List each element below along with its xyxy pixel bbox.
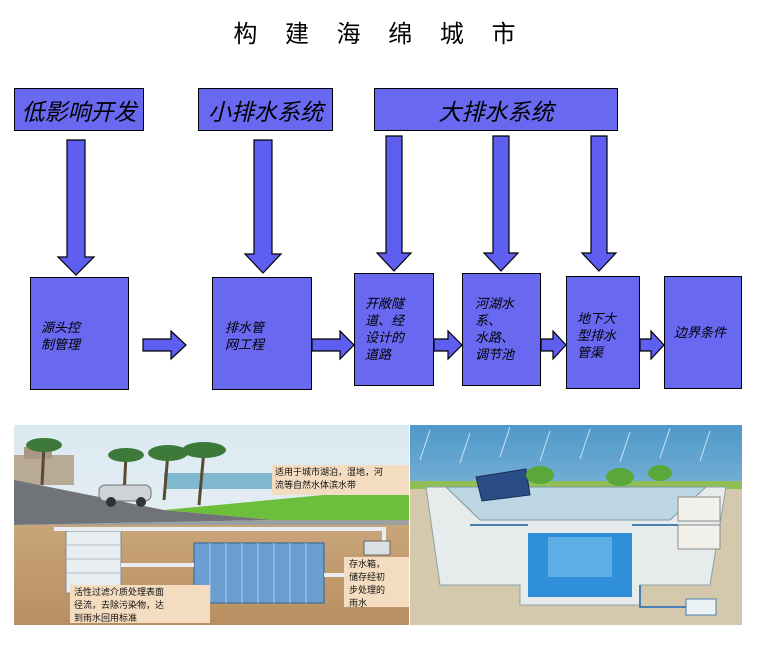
header-major-drainage-label: 大排水系统 — [438, 99, 554, 126]
box-pipe-network-label: 排水管 网工程 — [225, 321, 265, 353]
box-rivers-lakes-label: 河湖水 系、 水路、 调节池 — [475, 297, 515, 363]
note-filter-media: 活性过滤介质处理表面 径流，去除污染物，达 到雨水回用标准 — [74, 588, 165, 624]
box-boundary-conditions: 边界条件 — [664, 276, 742, 389]
right-arrow-3 — [433, 329, 463, 361]
header-low-impact-label: 低影响开发 — [21, 99, 137, 126]
box-source-control: 源头控 制管理 — [30, 277, 129, 390]
header-low-impact-development: 低影响开发 — [14, 88, 144, 131]
right-arrow-4 — [540, 329, 567, 361]
down-arrow-pipe-network — [243, 139, 283, 274]
box-pipe-network: 排水管 网工程 — [212, 277, 312, 390]
note-wetland: 适用于城市湖泊，湿地，河 流等自然水体滨水带 — [275, 468, 384, 491]
illustration-rain-drainage — [410, 425, 742, 625]
header-minor-drainage-label: 小排水系统 — [208, 99, 323, 126]
box-source-control-label: 源头控 制管理 — [41, 321, 81, 353]
header-major-drainage-system: 大排水系统 — [374, 88, 618, 131]
box-open-tunnel-roads: 开敞隧 道、经 设计的 道路 — [354, 273, 434, 386]
illustration-urban-filtration: 适用于城市湖泊，湿地，河 流等自然水体滨水带 存水箱， 储存经初 步处理的 雨水… — [14, 425, 409, 625]
box-underground-channels-label: 地下大 型排水 管渠 — [577, 312, 617, 361]
box-rivers-lakes: 河湖水 系、 水路、 调节池 — [462, 273, 541, 386]
right-arrow-5 — [639, 329, 665, 361]
illustration-urban-filtration-art — [14, 425, 409, 625]
down-arrow-underground — [580, 135, 618, 272]
down-arrow-rivers-lakes — [482, 135, 520, 272]
down-arrow-source-control — [56, 139, 96, 276]
header-minor-drainage-system: 小排水系统 — [198, 88, 333, 131]
note-storage-tank: 存水箱， 储存经初 步处理的 雨水 — [349, 560, 386, 609]
right-arrow-1 — [142, 329, 187, 361]
box-underground-channels: 地下大 型排水 管渠 — [566, 276, 640, 389]
box-boundary-conditions-label: 边界条件 — [674, 326, 727, 341]
flow-arrows — [56, 135, 665, 361]
page-title: 构 建 海 绵 城 市 — [233, 20, 526, 48]
down-arrow-open-tunnel — [375, 135, 413, 272]
right-arrow-2 — [311, 329, 355, 361]
illustration-rain-drainage-art — [410, 425, 742, 625]
box-open-tunnel-roads-label: 开敞隧 道、经 设计的 道路 — [365, 297, 405, 363]
